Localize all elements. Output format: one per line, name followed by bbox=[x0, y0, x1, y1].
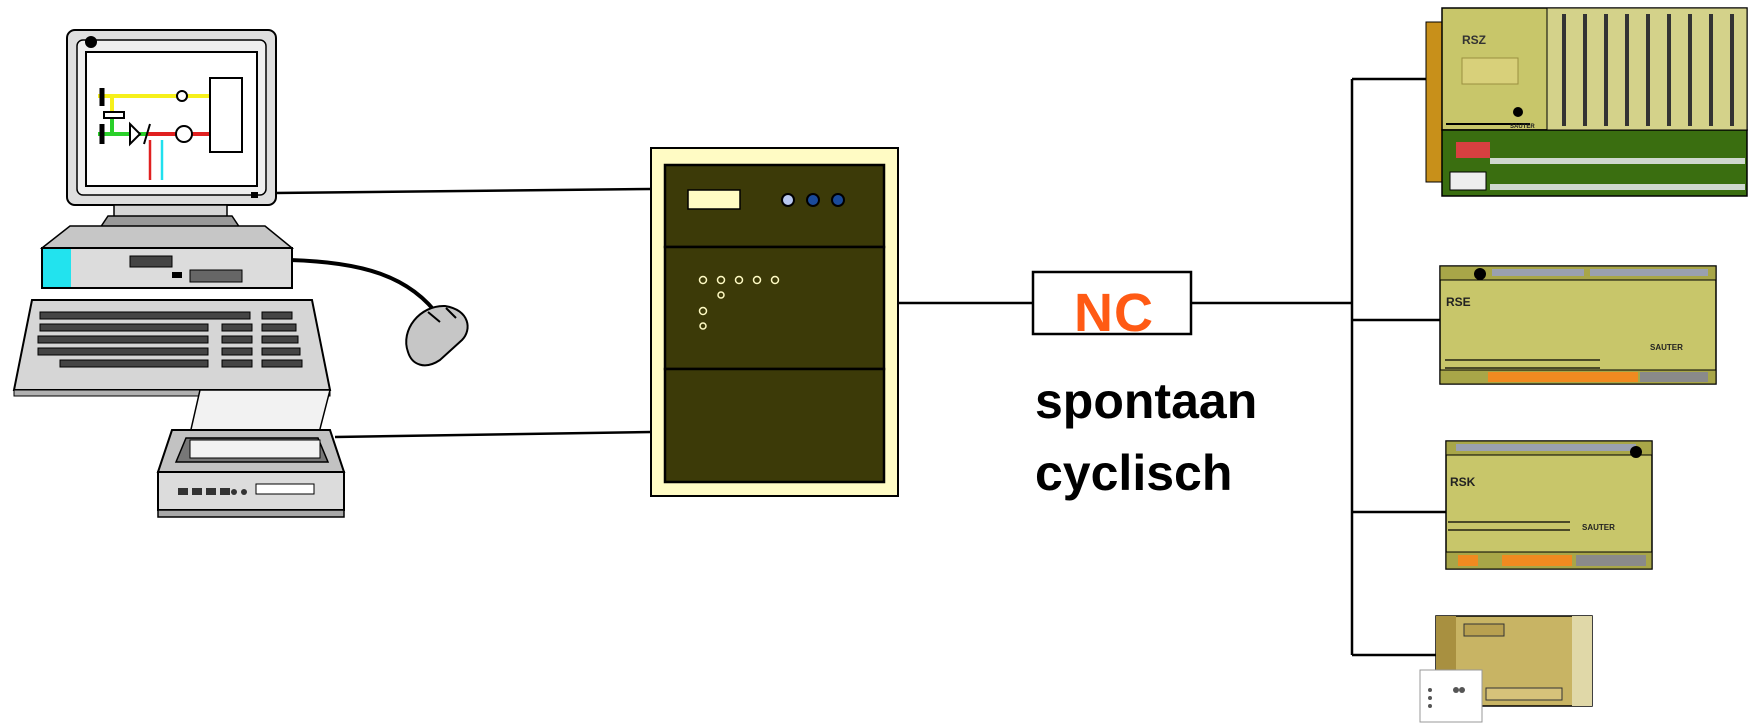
controller-led-1 bbox=[781, 193, 795, 207]
printer-base bbox=[157, 509, 345, 518]
module-rsz bbox=[1425, 7, 1748, 197]
mouse-icon bbox=[405, 304, 469, 367]
printer-paper-out bbox=[189, 439, 321, 459]
nc-label: NC bbox=[1074, 283, 1154, 343]
module-rsz-brand: SAUTER bbox=[1510, 124, 1535, 130]
cable-monitor-controller bbox=[274, 187, 652, 195]
transfer-mode-cyclic: cyclisch bbox=[1035, 445, 1233, 501]
module-rse-label: RSE bbox=[1446, 295, 1471, 309]
module-rse-brand: SAUTER bbox=[1650, 343, 1683, 352]
pc-workstation bbox=[12, 29, 469, 397]
controller-panel-middle bbox=[663, 245, 886, 371]
cable-printer-controller bbox=[334, 430, 652, 439]
mouse-cable bbox=[289, 258, 442, 320]
controller-led-3 bbox=[831, 193, 845, 207]
controller-cabinet bbox=[650, 147, 899, 497]
keyboard-keys bbox=[37, 311, 303, 368]
screen-schematic bbox=[98, 77, 243, 180]
vent-grill bbox=[189, 269, 243, 283]
connection-lines bbox=[274, 77, 1446, 657]
power-icon bbox=[85, 36, 97, 48]
nc-box bbox=[1031, 270, 1193, 336]
controller-display bbox=[687, 189, 741, 210]
controller-panel-bottom bbox=[663, 367, 886, 484]
transfer-mode-spontaneous: spontaan bbox=[1035, 373, 1258, 429]
module-rse bbox=[1439, 265, 1717, 385]
module-rsz-label: RSZ bbox=[1462, 33, 1486, 47]
printer-icon bbox=[156, 389, 346, 518]
module-rsk-brand: SAUTER bbox=[1582, 523, 1615, 532]
printer-display bbox=[255, 483, 315, 495]
module-4 bbox=[1419, 615, 1593, 723]
base-unit bbox=[41, 247, 293, 289]
controller-indicators bbox=[698, 275, 780, 330]
base-unit-accent bbox=[43, 249, 71, 287]
floppy-drive bbox=[129, 255, 173, 268]
monitor-button bbox=[251, 192, 258, 198]
module-rsk-label: RSK bbox=[1450, 475, 1476, 489]
base-led bbox=[172, 272, 182, 278]
monitor-neck bbox=[113, 204, 228, 218]
controller-led-2 bbox=[806, 193, 820, 207]
module-rsk bbox=[1445, 440, 1653, 570]
base-unit-top bbox=[39, 225, 295, 249]
printer-buttons bbox=[178, 488, 247, 495]
